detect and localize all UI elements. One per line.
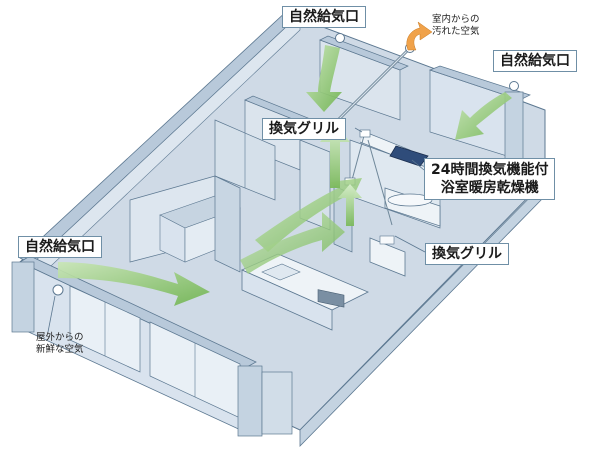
label-ventilation-grille-lower: 換気グリル [425, 243, 509, 265]
note-dirty-air-line2: 汚れた空気 [432, 26, 480, 37]
label-unit-line2: 浴室暖房乾燥機 [440, 180, 539, 196]
note-fresh-air-line1: 屋外からの [36, 332, 84, 343]
cooktop [317, 289, 345, 308]
fresh-air-arrow-right [455, 92, 512, 140]
label-natural-inlet-top: 自然給気口 [282, 6, 366, 28]
wall-block-ne-top [428, 65, 531, 101]
room-partition [214, 175, 241, 273]
note-fresh-air: 屋外からの 新鮮な空気 [36, 332, 84, 356]
sink [261, 263, 301, 281]
label-unit-line1: 24時間換気機能付 [431, 162, 549, 178]
fresh-air-arrow-lower [240, 212, 345, 274]
label-ventilation-unit: 24時間換気機能付 浴室暖房乾燥機 [424, 158, 556, 200]
washbasin-unit [369, 237, 406, 277]
label-natural-inlet-left: 自然給気口 [18, 236, 102, 258]
note-dirty-air-line1: 室内からの [432, 14, 480, 25]
fresh-air-arrow-up-2 [338, 184, 362, 226]
label-ventilation-grille-upper: 換気グリル [262, 118, 346, 140]
fresh-air-arrow-left [58, 262, 210, 306]
inlet-icon-left [52, 284, 64, 296]
note-fresh-air-line2: 新鮮な空気 [36, 344, 84, 355]
fresh-air-arrow-top [306, 45, 342, 112]
fresh-air-arrow-center [255, 178, 362, 252]
note-dirty-air: 室内からの 汚れた空気 [432, 14, 480, 38]
label-natural-inlet-right: 自然給気口 [493, 50, 577, 72]
grille-upper [359, 129, 371, 138]
inlet-icon-top [335, 33, 345, 43]
inlet-icon-right [509, 81, 519, 91]
fresh-air-arrow-up [320, 124, 350, 188]
exhaust-arrow [406, 21, 433, 51]
